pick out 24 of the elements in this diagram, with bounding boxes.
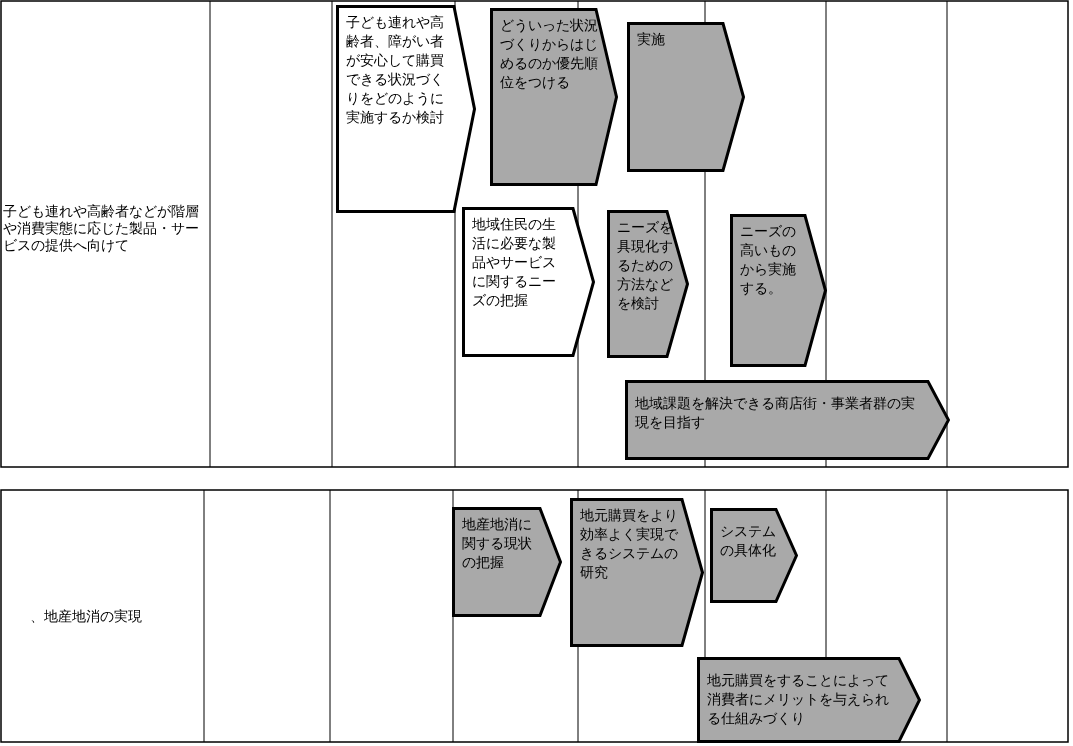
- step-text: 実施: [636, 30, 666, 49]
- chevron-shape: [490, 8, 618, 186]
- row-label: 子ども連れや高齢者などが階層や消費実態に応じた製品・サービスの提供へ向けて: [3, 203, 200, 254]
- step-text: 地域住民の生活に必要な製品やサービスに関するニーズの把握: [471, 215, 557, 310]
- step-text: 地産地消に関する現状の把握: [461, 515, 533, 572]
- chevron-shape: [627, 22, 745, 172]
- chevron-shape: [336, 5, 476, 213]
- step-text: 地元購買をより効率よく実現できるシステムの研究: [579, 506, 679, 582]
- chevron-shape: [697, 657, 921, 743]
- step-text: ニーズを具現化するための方法などを検討: [616, 218, 674, 313]
- chevron-shape: [462, 207, 595, 357]
- step-text: 子ども連れや高齢者、障がい者が安心して購買できる状況づくりをどのように実施するか検討: [345, 13, 445, 127]
- row-label: 、地産地消の実現: [30, 608, 143, 625]
- chevron-shape: [625, 380, 950, 460]
- chevron-shape: [730, 214, 827, 367]
- chevron-shape: [452, 507, 562, 617]
- step-text: どういった状況づくりからはじめるのか優先順位をつける: [499, 16, 599, 92]
- step-text: 地元購買をすることによって消費者にメリットを与えられる仕組みづくり: [706, 671, 890, 728]
- chevron-shape: [607, 210, 689, 358]
- step-text: 地域課題を解決できる商店街・事業者群の実現を目指す: [634, 394, 915, 432]
- step-text: ニーズの高いものから実施する。: [739, 222, 797, 298]
- step-text: システムの具体化: [719, 522, 777, 560]
- chevron-shape: [570, 498, 704, 647]
- chevron-shape: [710, 508, 798, 603]
